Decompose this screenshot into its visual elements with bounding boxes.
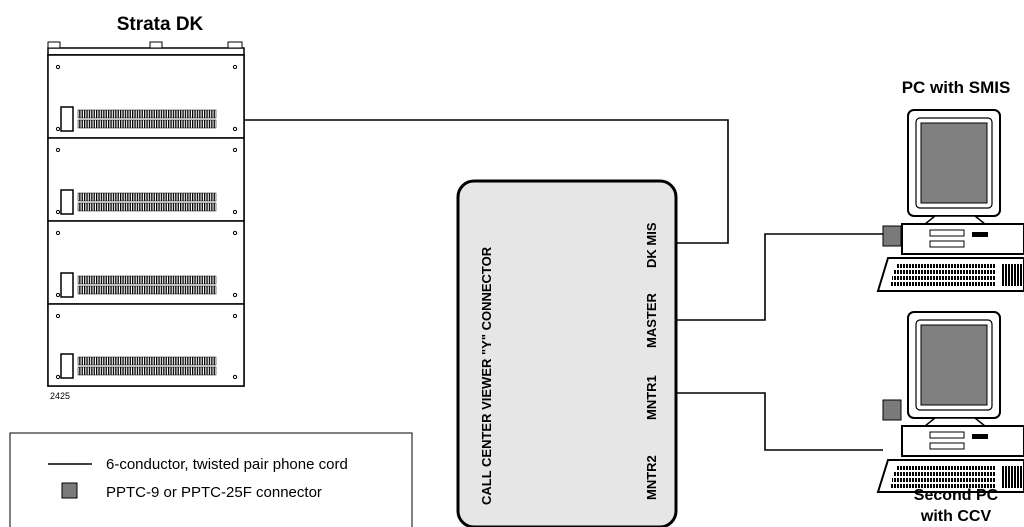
cables xyxy=(244,119,883,451)
strata-dk-cabinet: Strata DK TOSHIBA xyxy=(47,14,245,401)
legend: 6-conductor, twisted pair phone cord PPT… xyxy=(9,432,413,527)
port-mntr2: MNTR2 xyxy=(644,455,659,500)
cabinet-module-3 xyxy=(47,220,245,305)
pc2-connector-icon xyxy=(882,399,902,421)
y-connector: CALL CENTER VIEWER "Y" CONNECTOR DK MIS … xyxy=(456,179,678,527)
y-connector-title: CALL CENTER VIEWER "Y" CONNECTOR xyxy=(479,246,494,505)
cabinet-module-1 xyxy=(47,54,245,139)
pc2-label-line-1: Second PC xyxy=(914,487,999,504)
cabinet-module-4 xyxy=(47,303,245,387)
cable-dk-to-dkmis xyxy=(244,119,729,244)
second-pc-with-ccv: Second PC with CCV xyxy=(876,311,1024,525)
pc2-label-line-2: with CCV xyxy=(920,508,992,525)
cabinet-module-2 xyxy=(47,137,245,222)
strata-dk-title: Strata DK xyxy=(117,14,204,35)
pc1-screen xyxy=(920,122,988,204)
pc1-label: PC with SMIS xyxy=(902,78,1011,97)
legend-connector-label: PPTC-9 or PPTC-25F connector xyxy=(106,484,322,501)
port-mntr1: MNTR1 xyxy=(644,375,659,420)
cable-mntr1-to-pc2 xyxy=(676,392,883,451)
legend-cord-label: 6-conductor, twisted pair phone cord xyxy=(106,456,348,473)
pc-with-smis: PC with SMIS xyxy=(876,78,1024,292)
figure-number: 2425 xyxy=(50,391,70,401)
legend-box xyxy=(9,432,413,527)
cable-master-to-pc1 xyxy=(676,233,883,321)
pc2-screen xyxy=(920,324,988,406)
port-master: MASTER xyxy=(644,293,659,349)
pc1-connector-icon xyxy=(882,225,902,247)
y-connector-body xyxy=(456,179,678,527)
legend-connector-symbol xyxy=(61,482,78,499)
port-dk-mis: DK MIS xyxy=(644,222,659,268)
